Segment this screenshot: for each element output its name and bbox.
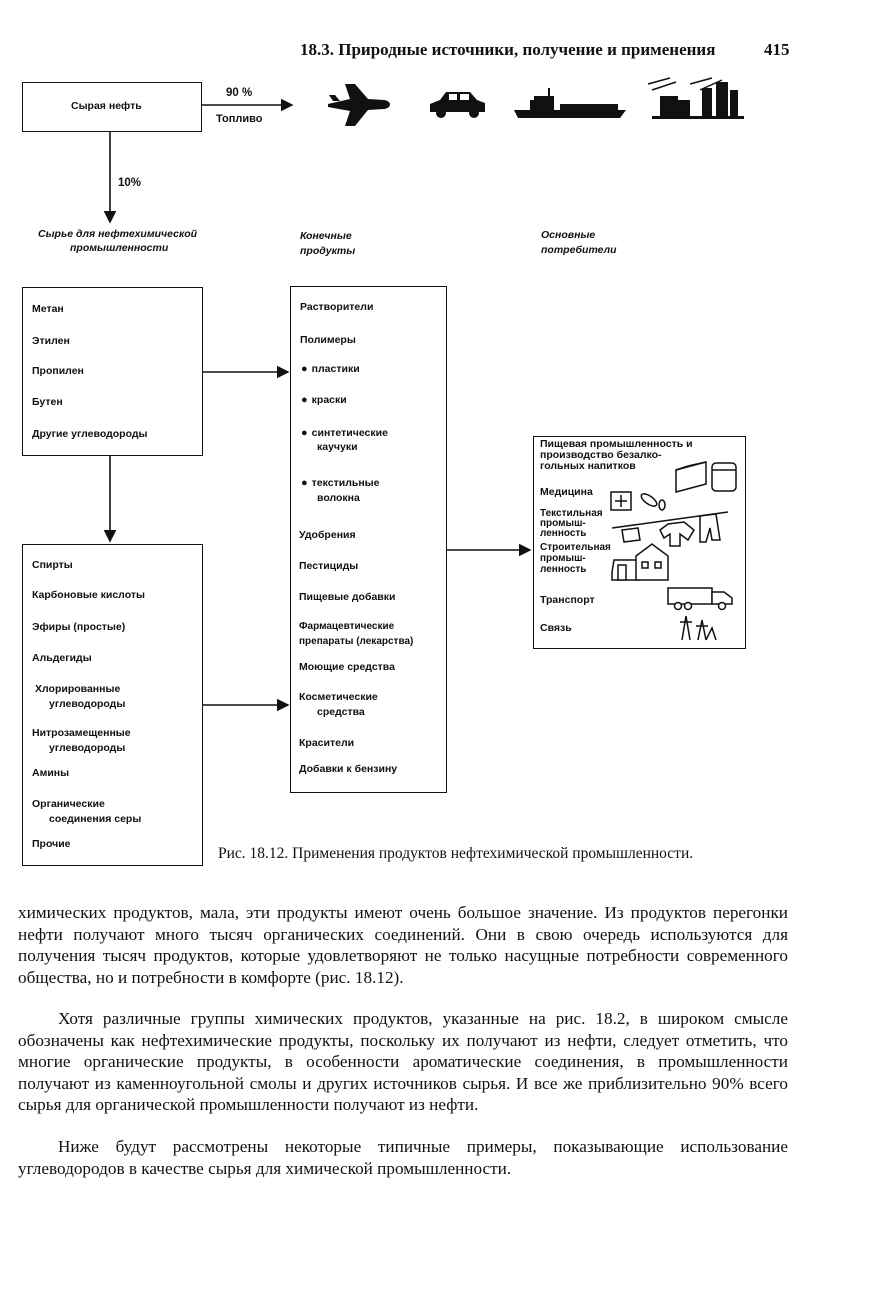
crude-oil-label: Сырая нефть (71, 100, 142, 113)
paragraph-3: Ниже будут рассмотрены некоторые типичны… (18, 1136, 788, 1179)
product-subitem-label: синтетические (312, 427, 388, 439)
feedstock-percent: 10% (118, 177, 141, 190)
derived-item: Прочие (32, 838, 71, 851)
feedstock-heading-line1: Сырье для нефтехимической (38, 228, 197, 241)
feedstock-heading-line2: промышленности (70, 242, 168, 255)
product-subitem: текстильные (301, 477, 379, 490)
product-item: средства (317, 706, 365, 719)
consumers-box: Пищевая промышленность и производство бе… (533, 436, 746, 649)
consumers-heading-line2: потребители (541, 244, 617, 257)
product-item: Растворители (300, 301, 373, 314)
product-item: Пищевые добавки (299, 591, 395, 604)
products-heading-line1: Конечные (300, 230, 352, 243)
product-item: Удобрения (299, 529, 356, 542)
product-subitem-cont: волокна (317, 492, 360, 505)
derived-feedstock-box: Спирты Карбоновые кислоты Эфиры (простые… (22, 544, 203, 866)
feedstock-item: Бутен (32, 396, 63, 409)
product-subitem: пластики (301, 363, 360, 376)
feedstock-item: Пропилен (32, 365, 84, 378)
feedstock-item: Другие углеводороды (32, 428, 148, 441)
airplane-icon (328, 84, 390, 126)
consumers-heading-line1: Основные (541, 229, 595, 242)
consumer-item: Транспорт (540, 594, 595, 607)
derived-item: Альдегиды (32, 652, 92, 665)
derived-item: углеводороды (49, 742, 125, 755)
product-subitem-cont: каучуки (317, 441, 358, 454)
paragraph-2: Хотя различные группы химических продукт… (18, 1008, 788, 1116)
derived-item: Карбоновые кислоты (32, 589, 145, 602)
product-subitem-label: текстильные (312, 477, 380, 489)
figure-caption: Рис. 18.12. Применения продуктов нефтехи… (218, 845, 693, 863)
product-subitem-label: краски (312, 394, 347, 406)
feedstock-item: Метан (32, 303, 64, 316)
derived-item: углеводороды (49, 698, 125, 711)
derived-item: Эфиры (простые) (32, 621, 125, 634)
derived-item: Нитрозамещенные (32, 727, 131, 740)
derived-item: Спирты (32, 559, 73, 572)
consumer-item: Медицина (540, 486, 593, 499)
consumer-item: Строительная (540, 543, 611, 553)
car-icon (430, 92, 485, 118)
product-subitem-label: пластики (312, 363, 360, 375)
product-item: препараты (лекарства) (299, 635, 413, 648)
product-item: Красители (299, 737, 354, 750)
products-heading-line2: продукты (300, 245, 355, 258)
consumer-item: Связь (540, 622, 572, 635)
crude-oil-box: Сырая нефть (22, 82, 202, 132)
product-subitem: краски (301, 394, 347, 407)
derived-item: Органические (32, 798, 105, 811)
end-products-box: Растворители Полимеры пластики краски си… (290, 286, 447, 793)
product-item: Пестициды (299, 560, 358, 573)
derived-item: соединения серы (49, 813, 141, 826)
primary-feedstock-box: Метан Этилен Пропилен Бутен Другие углев… (22, 287, 203, 456)
product-item: Фармацевтические (299, 620, 394, 633)
fuel-label: Топливо (216, 113, 262, 126)
consumer-item: ленность (540, 565, 586, 575)
product-item: Косметические (299, 691, 378, 704)
feedstock-item: Этилен (32, 335, 70, 348)
ship-icon (514, 88, 626, 118)
consumer-item: гольных напитков (540, 461, 636, 472)
consumer-item: промыш- (540, 554, 586, 564)
product-item: Моющие средства (299, 661, 395, 674)
consumer-item: ленность (540, 529, 586, 539)
fuel-percent: 90 % (226, 87, 252, 100)
product-item: Добавки к бензину (299, 763, 397, 776)
factory-icon (648, 78, 744, 119)
product-subitem: синтетические (301, 427, 388, 440)
derived-item: Хлорированные (35, 683, 120, 696)
paragraph-1: химических продуктов, мала, эти продукты… (18, 902, 788, 988)
derived-item: Амины (32, 767, 69, 780)
product-item: Полимеры (300, 334, 356, 347)
